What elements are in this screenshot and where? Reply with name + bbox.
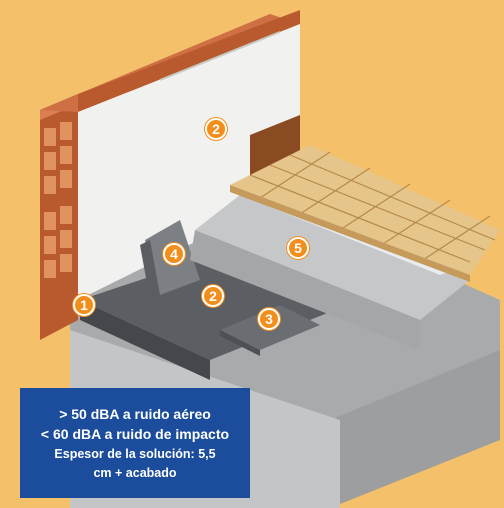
parquet-edge bbox=[230, 185, 470, 282]
membrane-floor-front bbox=[80, 300, 210, 380]
callout-badge-5: 5 bbox=[287, 237, 309, 259]
airborne-noise-text: > 50 dBA a ruido aéreo bbox=[59, 406, 211, 422]
brick-cells bbox=[44, 122, 72, 278]
screed-layer-front bbox=[190, 230, 420, 350]
thickness-text: Espesor de la solución: 5,5 bbox=[54, 447, 216, 461]
concrete-slab-side bbox=[330, 350, 500, 508]
callout-badge-3: 3 bbox=[258, 308, 280, 330]
callout-badge-1: 1 bbox=[73, 294, 95, 316]
membrane-pad-front bbox=[220, 330, 260, 356]
impact-noise-text: < 60 dBA a ruido de impacto bbox=[40, 426, 230, 442]
callout-badge-2-floor: 2 bbox=[202, 285, 224, 307]
screed-layer-top bbox=[195, 195, 470, 320]
callout-badge-2-wall: 2 bbox=[205, 118, 227, 140]
parquet-floor bbox=[230, 145, 500, 275]
membrane-upturn-edge bbox=[140, 240, 160, 300]
callout-badge-4: 4 bbox=[163, 243, 185, 265]
performance-info-box: > 50 dBA a ruido aéreo < 60 dBA a ruido … bbox=[20, 388, 250, 498]
insulation-panel bbox=[78, 24, 300, 300]
brick-wall-top-front bbox=[78, 10, 300, 112]
parquet-lines bbox=[249, 151, 496, 263]
panel-seam bbox=[159, 31, 281, 81]
thickness-finish-text: cm + acabado bbox=[93, 466, 177, 480]
